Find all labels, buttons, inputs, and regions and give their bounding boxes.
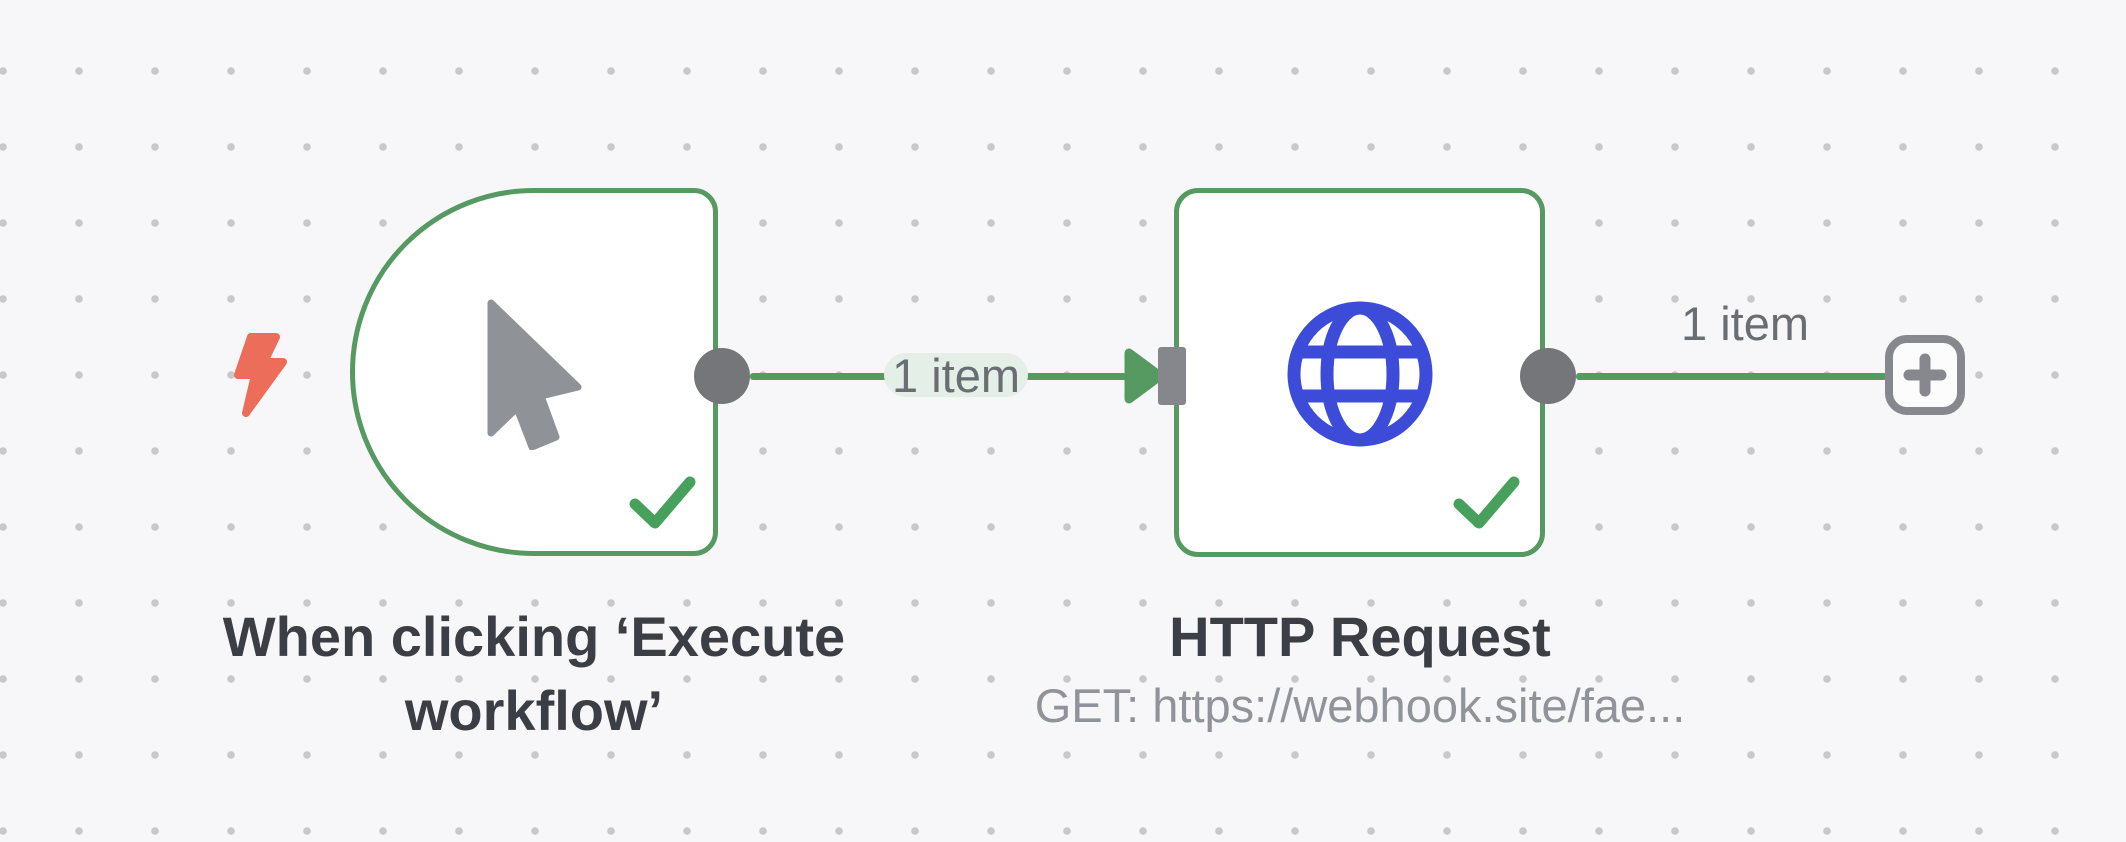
add-node-button[interactable] [1885, 335, 1965, 415]
connection-arrow-icon [1121, 345, 1167, 407]
globe-icon [1285, 299, 1435, 449]
connection-item-count: 1 item [1681, 297, 1809, 350]
node-title-http-request: HTTP Request [1169, 605, 1551, 668]
output-endpoint-trigger[interactable] [694, 348, 750, 404]
input-endpoint-http[interactable] [1158, 347, 1186, 405]
connection-item-count-text: 1 item [892, 348, 1020, 402]
success-check-icon [1452, 474, 1522, 532]
connection-item-count: 1 item [884, 348, 1028, 402]
success-check-icon [628, 474, 698, 532]
connection-http-to-add[interactable] [1576, 373, 1887, 380]
cursor-pointer-icon [486, 298, 582, 450]
lightning-bolt-icon [231, 331, 289, 419]
plus-icon [1902, 352, 1948, 398]
node-subtitle-http-request: GET: https://webhook.site/fae... [1034, 679, 1686, 732]
output-endpoint-http[interactable] [1520, 348, 1576, 404]
node-title-manual-trigger: When clicking ‘Execute workflow’ [222, 605, 846, 742]
